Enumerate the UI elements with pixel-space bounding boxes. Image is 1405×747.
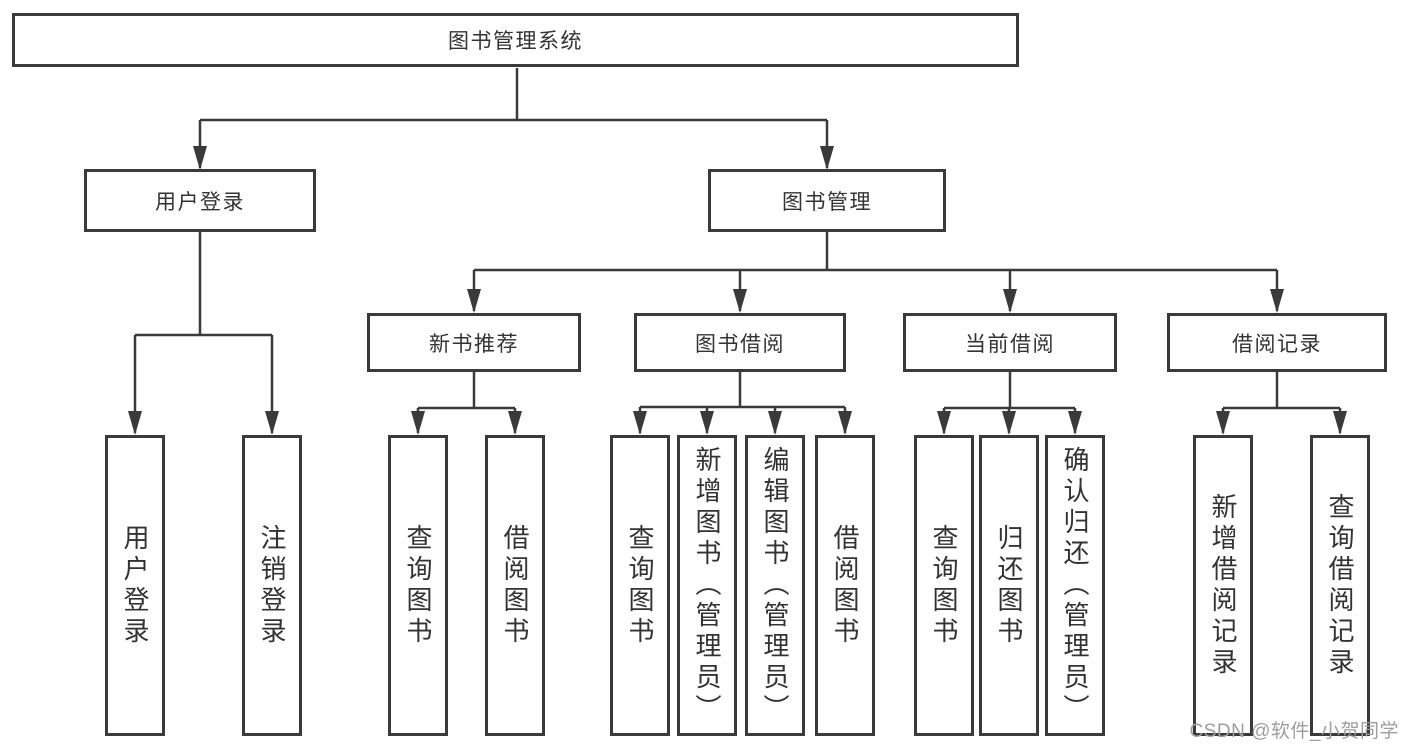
leaf-query-books-borrow: 查询图书 (610, 435, 670, 736)
node-user-login-branch: 用户登录 (84, 169, 316, 232)
leaf-logout-login: 注销登录 (242, 435, 302, 736)
leaf-query-books-current-label: 查询图书 (929, 523, 959, 648)
leaf-query-borrow-record: 查询借阅记录 (1310, 435, 1370, 736)
leaf-return-books: 归还图书 (979, 435, 1039, 736)
leaf-add-book-admin: 新增图书（管理员） (677, 435, 737, 736)
leaf-edit-book-admin: 编辑图书（管理员） (745, 435, 805, 736)
leaf-borrow-books-recommend: 借阅图书 (485, 435, 545, 736)
node-book-management-branch: 图书管理 (708, 169, 946, 232)
leaf-confirm-return-admin-label: 确认归还（管理员） (1060, 446, 1090, 725)
leaf-borrow-books-recommend-label: 借阅图书 (500, 523, 530, 648)
leaf-add-book-admin-label: 新增图书（管理员） (692, 446, 722, 725)
leaf-confirm-return-admin: 确认归还（管理员） (1045, 435, 1105, 736)
leaf-add-borrow-record-label: 新增借阅记录 (1208, 492, 1238, 679)
leaf-query-books-borrow-label: 查询图书 (625, 523, 655, 648)
node-book-borrow: 图书借阅 (634, 313, 846, 372)
leaf-query-books-recommend: 查询图书 (388, 435, 448, 736)
leaf-query-borrow-record-label: 查询借阅记录 (1325, 492, 1355, 679)
leaf-return-books-label: 归还图书 (994, 523, 1024, 648)
leaf-edit-book-admin-label: 编辑图书（管理员） (760, 446, 790, 725)
leaf-borrow-books-label: 借阅图书 (830, 523, 860, 648)
node-root-system: 图书管理系统 (12, 13, 1019, 67)
csdn-watermark: CSDN @软件_小贺同学 (1189, 721, 1399, 742)
leaf-query-books-current: 查询图书 (914, 435, 974, 736)
leaf-borrow-books: 借阅图书 (815, 435, 875, 736)
leaf-user-login: 用户登录 (105, 435, 165, 736)
leaf-user-login-label: 用户登录 (120, 523, 150, 648)
leaf-logout-login-label: 注销登录 (257, 523, 287, 648)
node-borrow-records: 借阅记录 (1167, 313, 1387, 372)
leaf-add-borrow-record: 新增借阅记录 (1193, 435, 1253, 736)
node-current-borrow: 当前借阅 (903, 313, 1117, 372)
leaf-query-books-recommend-label: 查询图书 (403, 523, 433, 648)
node-new-book-recommend: 新书推荐 (367, 313, 581, 372)
